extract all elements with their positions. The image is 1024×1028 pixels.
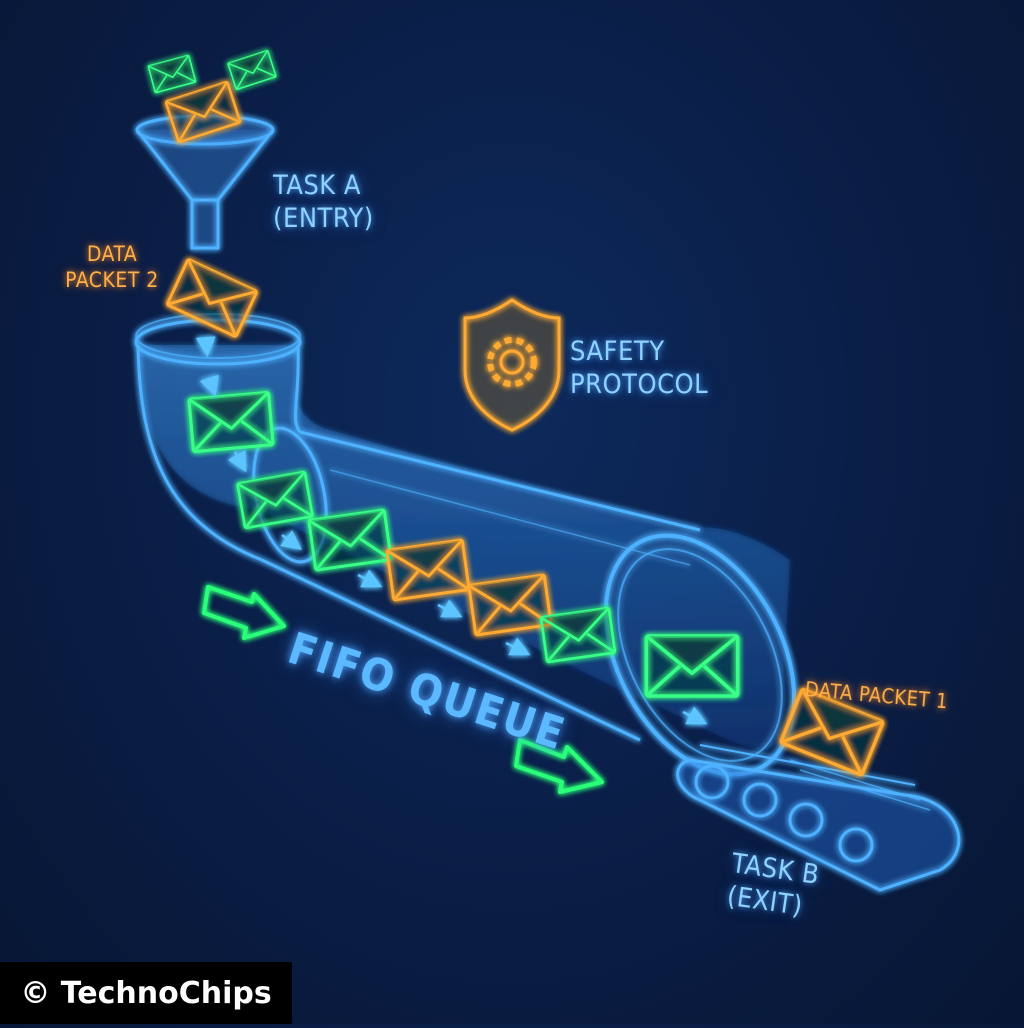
task-b-label: TASK B (EXIT) — [725, 848, 821, 925]
conveyor-belt-icon — [676, 744, 961, 892]
arrow-icon — [202, 585, 604, 794]
data-packet-2-line1: DATA — [86, 242, 138, 266]
shield-gear-icon — [463, 298, 561, 432]
funnel-icon — [135, 114, 275, 250]
arrow-icon — [195, 336, 708, 725]
safety-protocol-line1: SAFETY — [570, 336, 665, 367]
safety-protocol-line2: PROTOCOL — [570, 368, 709, 400]
task-a-title: TASK A — [273, 170, 362, 201]
copyright-watermark: © TechnoChips — [0, 962, 292, 1024]
task-a-subtitle: (ENTRY) — [273, 202, 374, 234]
data-packet-2-label: DATA PACKET 2 — [62, 242, 162, 293]
data-packet-2-line2: PACKET 2 — [65, 267, 159, 292]
safety-protocol-label: SAFETY PROTOCOL — [570, 336, 708, 402]
task-a-label: TASK A (ENTRY) — [273, 170, 374, 236]
